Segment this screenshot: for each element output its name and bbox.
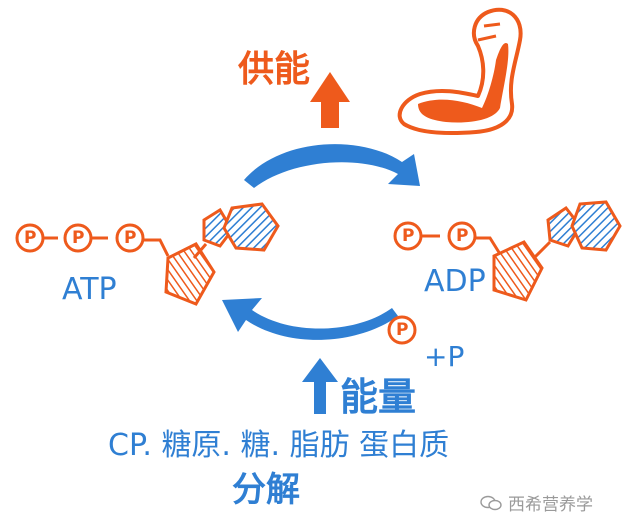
decompose-label: 分解 — [232, 470, 300, 510]
supply-energy-label: 供能 — [238, 49, 311, 90]
synthesis-arrow — [222, 298, 398, 340]
adp-phosphate-2-label: P — [456, 226, 469, 246]
wechat-icon — [480, 495, 502, 510]
free-phosphate — [387, 315, 417, 345]
energy-release-arrow — [310, 72, 350, 128]
energy-label: 能量 — [340, 375, 417, 419]
atp-phosphate-1-label: P — [24, 228, 37, 248]
phosphate-plus-label: +P — [424, 340, 465, 373]
atp-phosphate-chain — [15, 223, 170, 257]
watermark-text: 西希营养学 — [508, 495, 593, 515]
energy-sources-label: CP. 糖原. 糖. 脂肪 蛋白质 — [108, 428, 450, 463]
atp-phosphate-3-label: P — [124, 228, 137, 248]
adp-adenine — [532, 200, 622, 260]
adp-ribose — [492, 240, 544, 302]
atp-label: ATP — [62, 272, 117, 307]
free-phosphate-label: P — [396, 320, 409, 340]
hydrolysis-arrow — [244, 144, 420, 188]
adp-label: ADP — [424, 264, 486, 299]
adp-phosphate-1-label: P — [402, 226, 415, 246]
atp-ribose — [164, 242, 216, 306]
watermark: 西希营养学 — [480, 490, 593, 515]
atp-phosphate-2-label: P — [72, 228, 85, 248]
energy-input-arrow — [302, 358, 338, 414]
muscle-arm-icon — [397, 7, 523, 136]
atp-adenine — [192, 202, 280, 259]
adp-phosphate-chain — [393, 221, 502, 255]
